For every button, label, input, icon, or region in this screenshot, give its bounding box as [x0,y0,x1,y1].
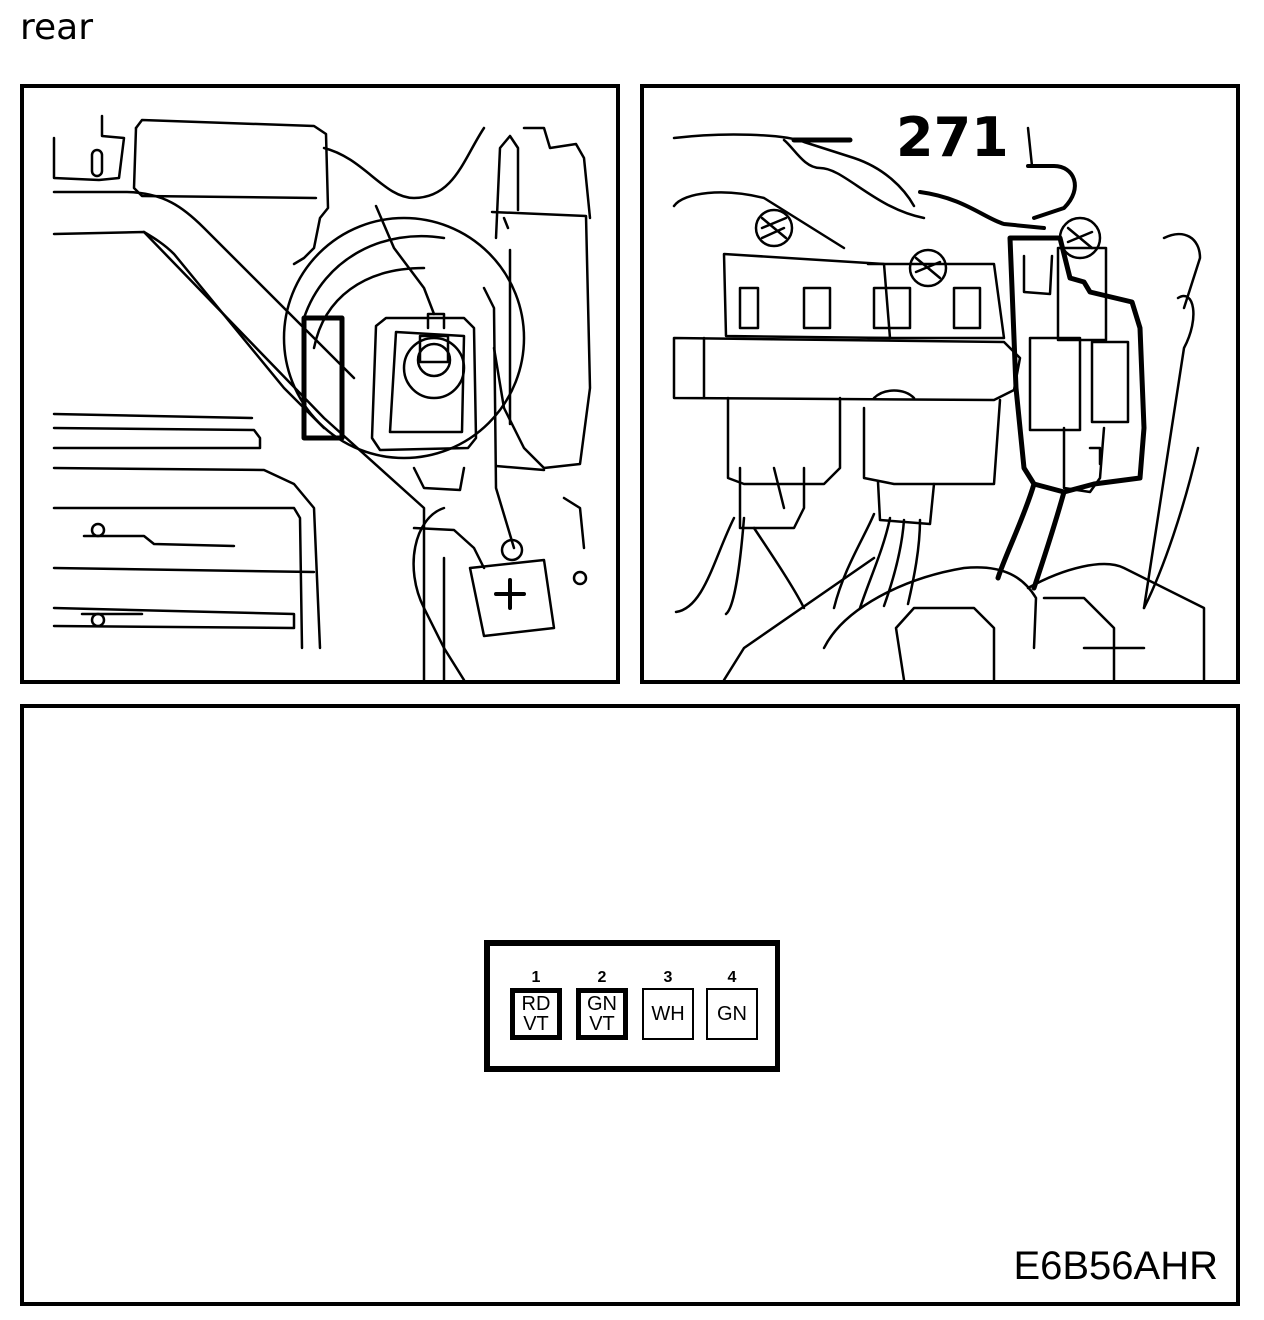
pin-2-number: 2 [597,969,607,986]
pin-3: 3 WH [638,970,698,1040]
connector-pinout-panel: 1 RD VT 2 GN VT 3 WH 4 [20,704,1240,1306]
heading-rear: rear [20,7,94,48]
engine-bay-drawing [52,114,592,680]
pin-3-color-line1: WH [651,1003,685,1025]
pin-2: 2 GN VT [572,970,632,1040]
pin-1-color-line2: VT [523,1013,549,1035]
pin-4-number: 4 [727,969,737,986]
pin-2-wire-color: GN VT [576,988,628,1040]
connector-detail-illustration-panel: 271 [640,84,1240,684]
callout-label-271: 271 [896,106,1009,169]
pin-3-wire-color: WH [642,988,694,1040]
pin-4-color-line1: GN [717,1003,747,1025]
pin-4: 4 GN [702,970,762,1040]
figure-code: E6B56AHR [1013,1244,1218,1288]
pin-2-color-line1: GN [587,993,617,1015]
pin-1-color-line1: RD [521,993,551,1015]
connector-face: 1 RD VT 2 GN VT 3 WH 4 [484,940,780,1072]
pin-4-wire-color: GN [706,988,758,1040]
pin-1-wire-color: RD VT [510,988,562,1040]
connector-detail-drawing [672,126,1206,680]
engine-bay-illustration-panel [20,84,620,684]
pin-3-number: 3 [663,969,673,986]
pin-2-color-line2: VT [589,1013,615,1035]
pin-1-number: 1 [531,969,541,986]
pin-1: 1 RD VT [506,970,566,1040]
